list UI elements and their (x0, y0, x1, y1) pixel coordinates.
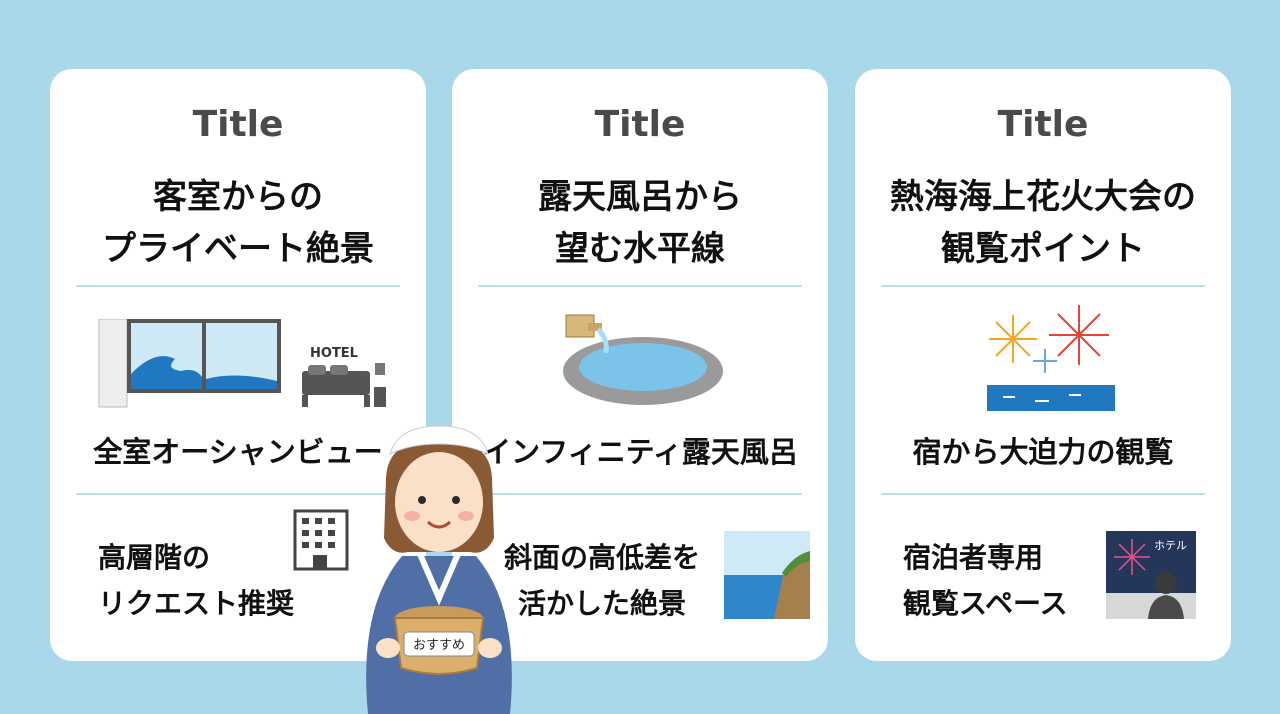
sub-feature: 斜面の高低差を 活かした絶景 (504, 535, 700, 627)
card-fireworks: Title 熱海海上花火大会の 観覧ポイント 宿から大迫力の観覧 宿泊者専用 観… (855, 69, 1231, 661)
heading-line-1: 露天風呂から (538, 177, 742, 217)
hotel-fireworks-viewer-icon: ホテル (1106, 531, 1196, 619)
hot-spring-bath-icon (563, 314, 723, 405)
card-title: Title (997, 104, 1089, 145)
divider (76, 285, 400, 287)
heading-line-2: 観覧ポイント (941, 229, 1145, 269)
yukata-mascot-illustration: おすすめ (366, 425, 512, 714)
sub-line-2: リクエスト推奨 (98, 587, 295, 620)
cliff-sea-icon (724, 531, 810, 619)
ocean-window-icon (98, 319, 281, 408)
card-heading: 客室からの プライベート絶景 (50, 171, 426, 275)
divider (478, 285, 802, 287)
divider (881, 285, 1205, 287)
sub-feature: 高層階の リクエスト推奨 (98, 535, 294, 627)
card-title: Title (594, 104, 686, 145)
card-heading: 熱海海上花火大会の 観覧ポイント (855, 171, 1231, 275)
divider (881, 493, 1205, 495)
hotel-sign-text: ホテル (1154, 539, 1187, 552)
sub-line-1: 宿泊者専用 (903, 541, 1044, 574)
card-title: Title (192, 104, 284, 145)
feature-label: 宿から大迫力の観覧 (912, 435, 1174, 469)
feature-label: インフィニティ露天風呂 (482, 435, 798, 469)
card-heading: 露天風呂から 望む水平線 (452, 171, 828, 275)
heading-line-1: 客室からの (153, 177, 323, 217)
feature-label: 全室オーシャンビュー (93, 435, 383, 469)
tall-building-icon (293, 509, 349, 571)
sub-line-2: 観覧スペース (903, 587, 1068, 620)
divider (478, 493, 802, 495)
hotel-bed-icon: HOTEL (302, 346, 386, 407)
sub-line-1: 高層階の (98, 541, 211, 574)
fireworks-sea-icon (987, 305, 1115, 411)
sub-line-1: 斜面の高低差を (504, 541, 701, 574)
card-ocean-view-room: Title 客室からの プライベート絶景 HOTEL 全室オーシャンビュー 高層… (50, 69, 426, 661)
heading-line-2: 望む水平線 (555, 229, 725, 269)
divider (76, 493, 400, 495)
bucket-label: おすすめ (413, 638, 465, 653)
card-open-air-bath: Title 露天風呂から 望む水平線 インフィニティ露天風呂 斜面の高低差を 活… (452, 69, 828, 661)
hotel-sign-text: HOTEL (310, 346, 358, 361)
heading-line-1: 熱海海上花火大会の (890, 177, 1196, 217)
heading-line-2: プライベート絶景 (102, 229, 374, 269)
sub-feature: 宿泊者専用 観覧スペース (903, 535, 1068, 627)
sub-line-2: 活かした絶景 (518, 587, 687, 620)
